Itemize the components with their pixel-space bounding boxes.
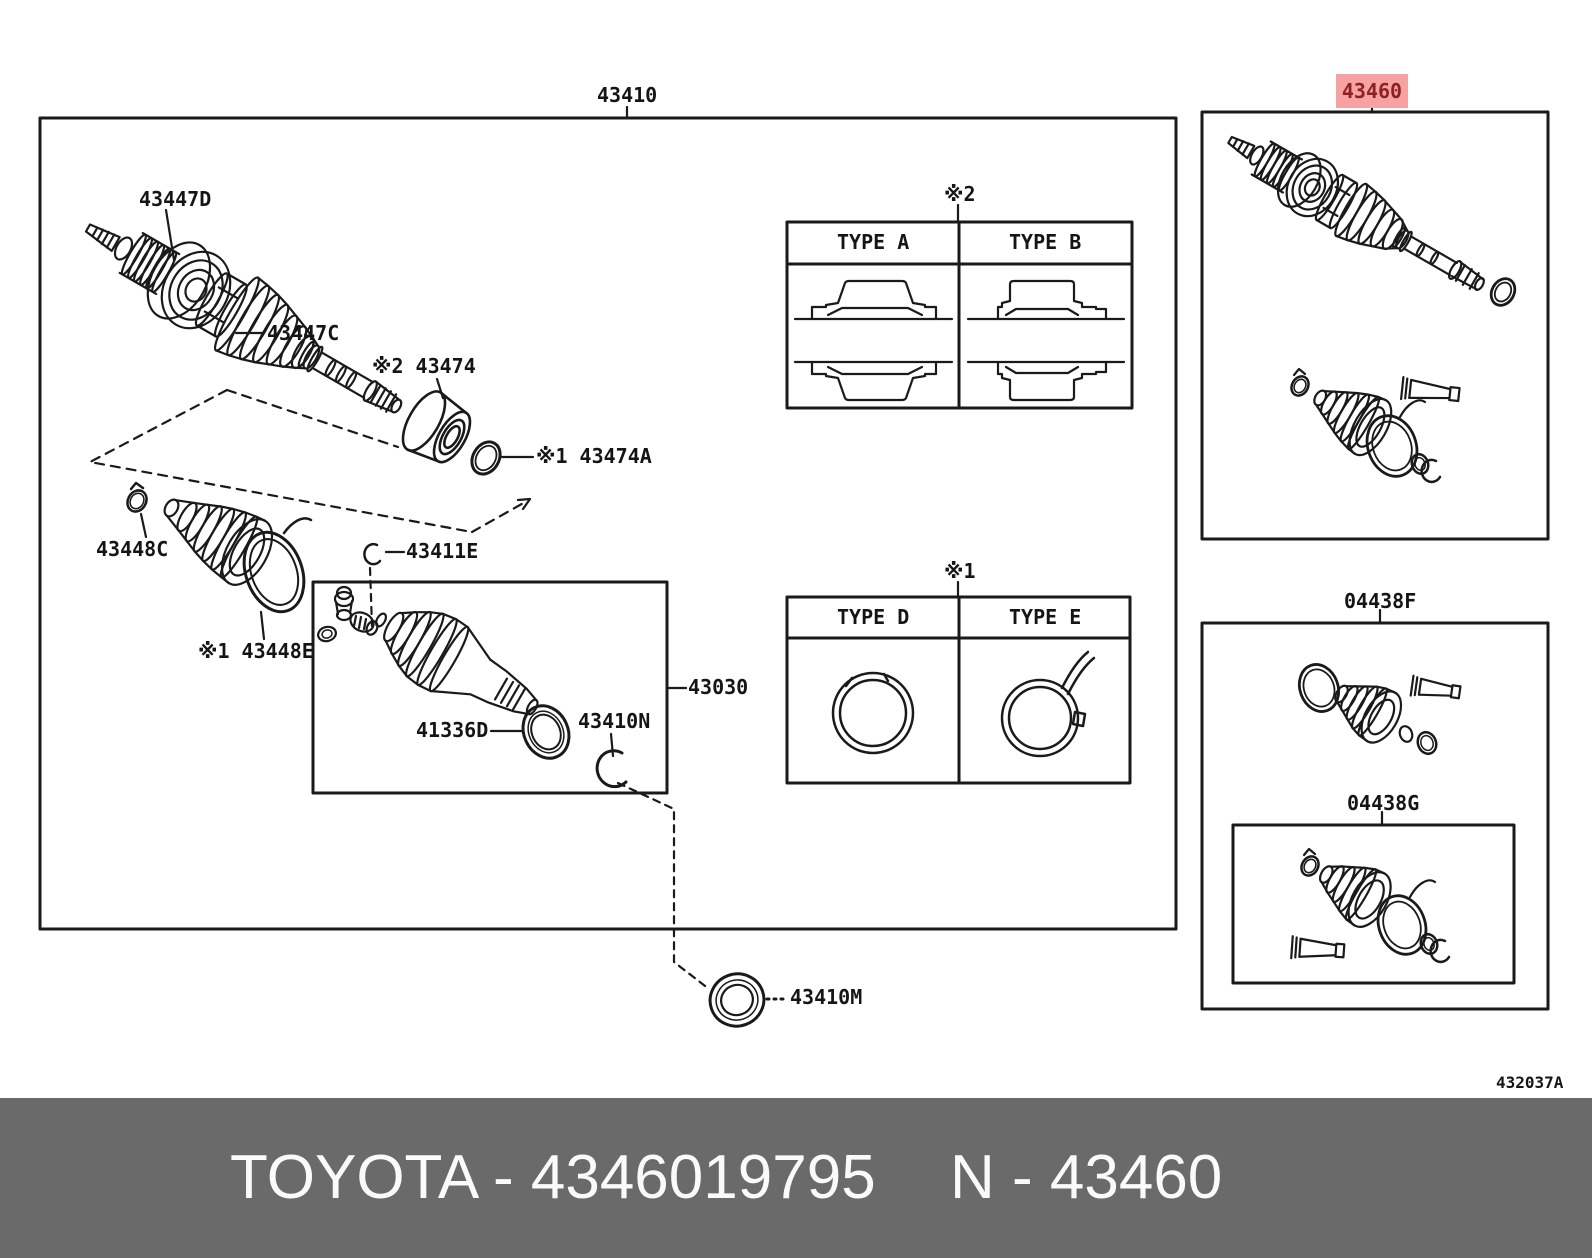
part-label-43410: 43410 [597, 83, 658, 107]
leader-lines [139, 105, 1384, 1001]
part-label-43410m: 43410M [790, 985, 863, 1009]
part-label-43448e: ※1 43448E [198, 639, 314, 663]
banner-left-text: TOYOTA - 4346019795 [230, 1143, 876, 1212]
dashed-leader-lines [368, 566, 711, 991]
part-label-43030: 43030 [688, 675, 749, 699]
inboard-joint-art [374, 610, 539, 716]
boot-band-clamp-art [242, 517, 313, 614]
box-04438f [1200, 621, 1550, 1011]
part-label-43410n: 43410N [578, 709, 651, 733]
box-04438g [1231, 823, 1516, 985]
banner-right-text: N - 43460 [950, 1143, 1223, 1212]
part-label-43474a: ※1 43474A [536, 444, 652, 468]
type-e-clamp-art [1000, 650, 1096, 758]
part-label-43448c: 43448C [96, 537, 169, 561]
part-label-43447c: 43447C [267, 321, 340, 345]
circlip-43411e-art [363, 542, 382, 566]
part-label-43447d: 43447D [139, 187, 212, 211]
boot-kit-04438g-art [1290, 847, 1451, 964]
front-drive-shaft-art [84, 223, 403, 414]
type-d-clamp-art [831, 671, 915, 755]
part-label-04438f: 04438F [1344, 589, 1417, 613]
inner-box-43030 [311, 580, 669, 795]
tripod-spider-art [317, 585, 379, 643]
ref-mark-2: ※2 [944, 182, 976, 206]
boot-kit-04438f-art [1297, 663, 1462, 756]
snap-ring-43474a-art [470, 440, 502, 476]
table-header-type-a: TYPE A [837, 230, 910, 254]
box-43460 [1200, 110, 1550, 541]
footer-banner: TOYOTA - 4346019795 N - 43460 [0, 1098, 1592, 1258]
group-boxes [38, 110, 1550, 1011]
boot-43448e-art [163, 498, 274, 586]
type-a-profile-art [793, 279, 954, 402]
table-header-type-d: TYPE D [837, 605, 910, 629]
selected-part-label-43460: 43460 [1336, 74, 1408, 108]
dashed-arrowhead [516, 497, 532, 511]
bearing-43474-art [401, 390, 472, 464]
part-label-04438g: 04438G [1347, 791, 1420, 815]
table-header-type-b: TYPE B [1009, 230, 1082, 254]
part-label-41336d: 41336D [416, 718, 489, 742]
dashed-group-outline [88, 388, 529, 534]
part-label-43411e: 43411E [406, 539, 479, 563]
oil-seal-43410m-art [708, 972, 766, 1028]
clamp-43448c-art [126, 481, 148, 513]
drawing-code: 432037A [1496, 1073, 1564, 1092]
type-b-profile-art [966, 279, 1126, 402]
ref-mark-1: ※1 [944, 559, 976, 583]
bearing-type-table-frame [785, 220, 1134, 410]
boot-kit-43460-art [1290, 367, 1461, 484]
main-box-43410 [38, 116, 1178, 931]
oil-seal-41336d-art [521, 704, 571, 760]
table-header-type-e: TYPE E [1009, 605, 1082, 629]
drive-shaft-43460-art [1227, 135, 1517, 307]
part-label-43474: ※2 43474 [372, 354, 476, 378]
snap-ring-43410n-art [595, 749, 628, 789]
